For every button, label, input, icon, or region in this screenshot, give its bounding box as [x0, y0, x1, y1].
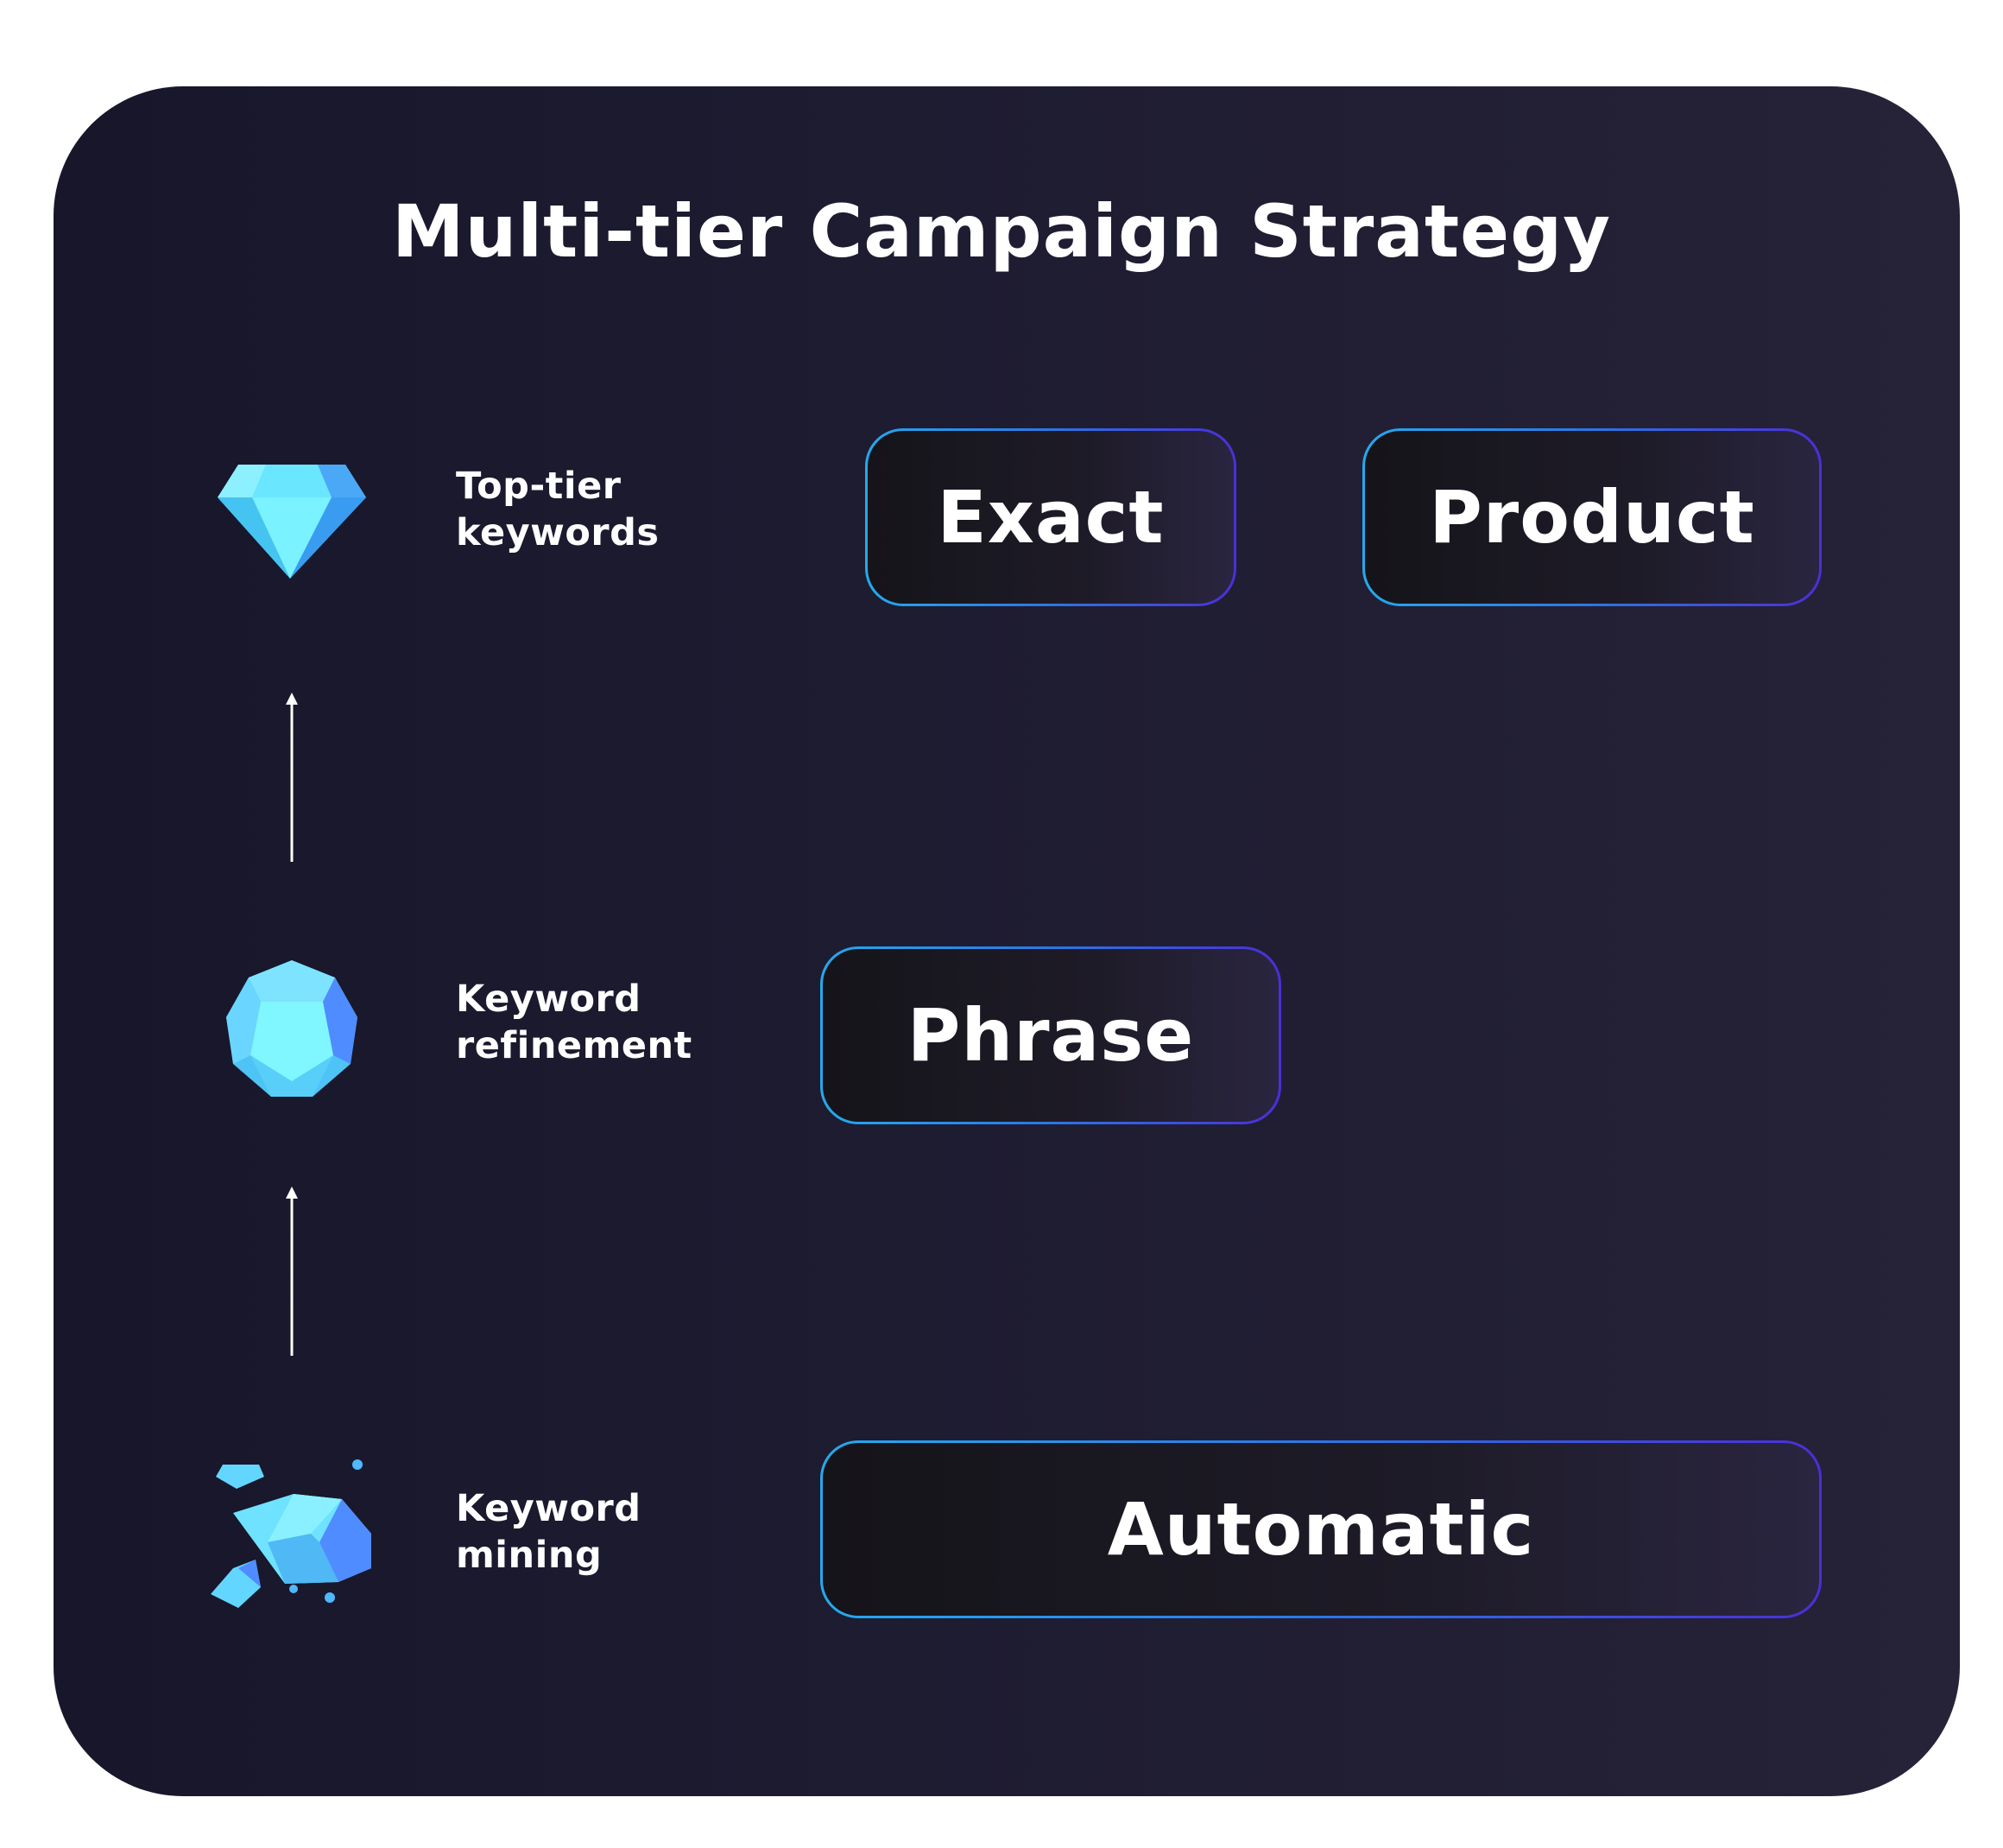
tier-label-mining: Keyword mining	[456, 1487, 641, 1577]
diagram-title: Multi-tier Campaign Strategy	[392, 189, 1611, 274]
product-campaign-box: Product	[1362, 428, 1822, 606]
diamond-icon	[218, 465, 366, 579]
tier-label-refinement: Keyword refinement	[456, 978, 692, 1067]
exact-label: Exact	[937, 475, 1165, 560]
exact-campaign-box: Exact	[865, 428, 1236, 606]
phrase-label: Phrase	[907, 993, 1195, 1078]
raw-ore-icon	[211, 1459, 371, 1608]
product-label: Product	[1429, 475, 1755, 560]
automatic-campaign-box: Automatic	[820, 1440, 1822, 1618]
up-arrow-icon	[286, 1187, 298, 1356]
automatic-label: Automatic	[1107, 1487, 1535, 1572]
phrase-campaign-box: Phrase	[820, 946, 1281, 1124]
cut-gem-icon	[226, 960, 357, 1097]
tier-label-top: Top-tier keywords	[456, 465, 660, 554]
up-arrow-icon	[286, 693, 298, 862]
